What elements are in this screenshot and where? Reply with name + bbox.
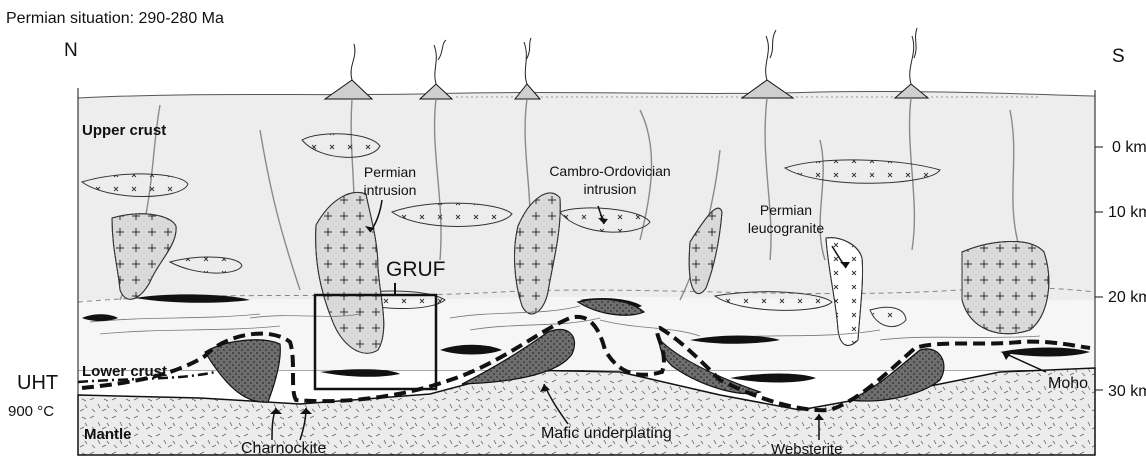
south-label: S	[1112, 46, 1125, 68]
uht-label: UHT	[17, 372, 58, 395]
mafic-underplating-label: Mafic underplating	[541, 425, 672, 443]
diagram-title: Permian situation: 290-280 Ma	[6, 10, 224, 28]
volcanic-plumes	[351, 28, 917, 84]
uht-temperature: 900 °C	[8, 403, 54, 420]
mantle-label: Mantle	[84, 426, 132, 443]
depth-10km: 10 km	[1108, 204, 1146, 222]
charnockite-label: Charnockite	[241, 440, 326, 458]
depth-0km: 0 km	[1112, 139, 1146, 157]
moho-label: Moho	[1048, 375, 1088, 393]
depth-20km: 20 km	[1108, 289, 1146, 307]
gruf-label: GRUF	[386, 258, 446, 282]
permian-intrusion-label: Permian intrusion	[355, 163, 425, 199]
lower-crust-label: Lower crust	[82, 363, 167, 380]
depth-30km: 30 km	[1108, 383, 1146, 401]
north-label: N	[64, 40, 78, 62]
upper-crust-label: Upper crust	[82, 122, 166, 139]
permian-leucogranite-label: Permian leucogranite	[736, 201, 836, 237]
cambro-ordovician-label: Cambro-Ordovician intrusion	[540, 162, 680, 198]
websterite-label: Websterite	[771, 441, 842, 458]
